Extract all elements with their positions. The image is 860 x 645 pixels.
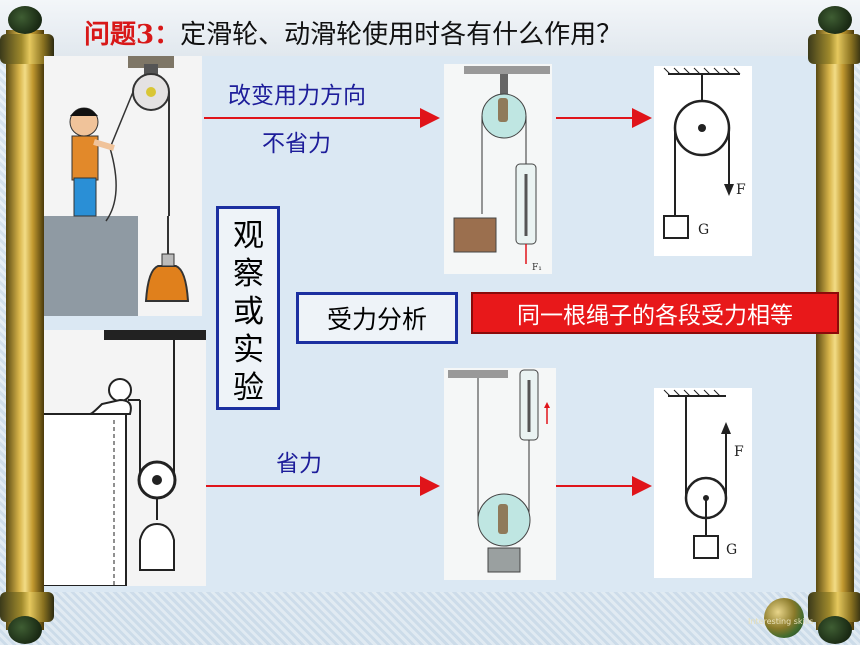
movable-pulley-person-illustration	[44, 330, 206, 586]
left-rod-knob-top	[8, 6, 42, 34]
fixed-pulley-schematic: F G	[654, 66, 752, 256]
label-force-saving: 省力	[276, 451, 322, 477]
observe-or-experiment-box: 观 察 或 实 验	[216, 206, 280, 410]
observe-char-4: 实	[233, 332, 264, 368]
rope-tension-rule-box: 同一根绳子的各段受力相等	[471, 292, 839, 334]
scale-force-label: F₁	[532, 263, 542, 273]
label-change-direction: 改变用力方向	[228, 83, 366, 109]
fixed-pulley-experiment-photo: F₁	[444, 64, 552, 274]
observe-char-2: 察	[233, 256, 264, 292]
schematic-force-f-bottom: F	[734, 444, 744, 460]
schematic-weight-g-bottom: G	[726, 542, 737, 558]
left-scroll-rod	[6, 30, 44, 630]
label-no-force-saving: 不省力	[262, 131, 331, 157]
brand-caption: Interesting skills	[748, 617, 814, 626]
fixed-pulley-person-illustration	[44, 56, 202, 316]
movable-pulley-experiment-photo	[444, 368, 556, 580]
page-title: 问题3：定滑轮、动滑轮使用时各有什么作用？	[84, 14, 622, 51]
globe-logo-icon	[764, 598, 804, 638]
observe-char-1: 观	[233, 218, 264, 254]
schematic-weight-g-top: G	[698, 222, 709, 238]
schematic-force-f-top: F	[736, 182, 746, 198]
movable-pulley-schematic: F G	[654, 388, 752, 578]
right-rod-knob-bottom	[818, 616, 852, 644]
right-rod-cap-top	[808, 34, 860, 64]
scroll-header-band	[0, 0, 860, 56]
left-rod-knob-bottom	[8, 616, 42, 644]
right-rod-knob-top	[818, 6, 852, 34]
observe-char-3: 或	[233, 294, 264, 330]
force-analysis-box: 受力分析	[296, 292, 458, 344]
title-question-number: 问题3：	[84, 20, 181, 50]
title-text: 定滑轮、动滑轮使用时各有什么作用？	[180, 20, 623, 50]
observe-char-5: 验	[233, 370, 264, 406]
